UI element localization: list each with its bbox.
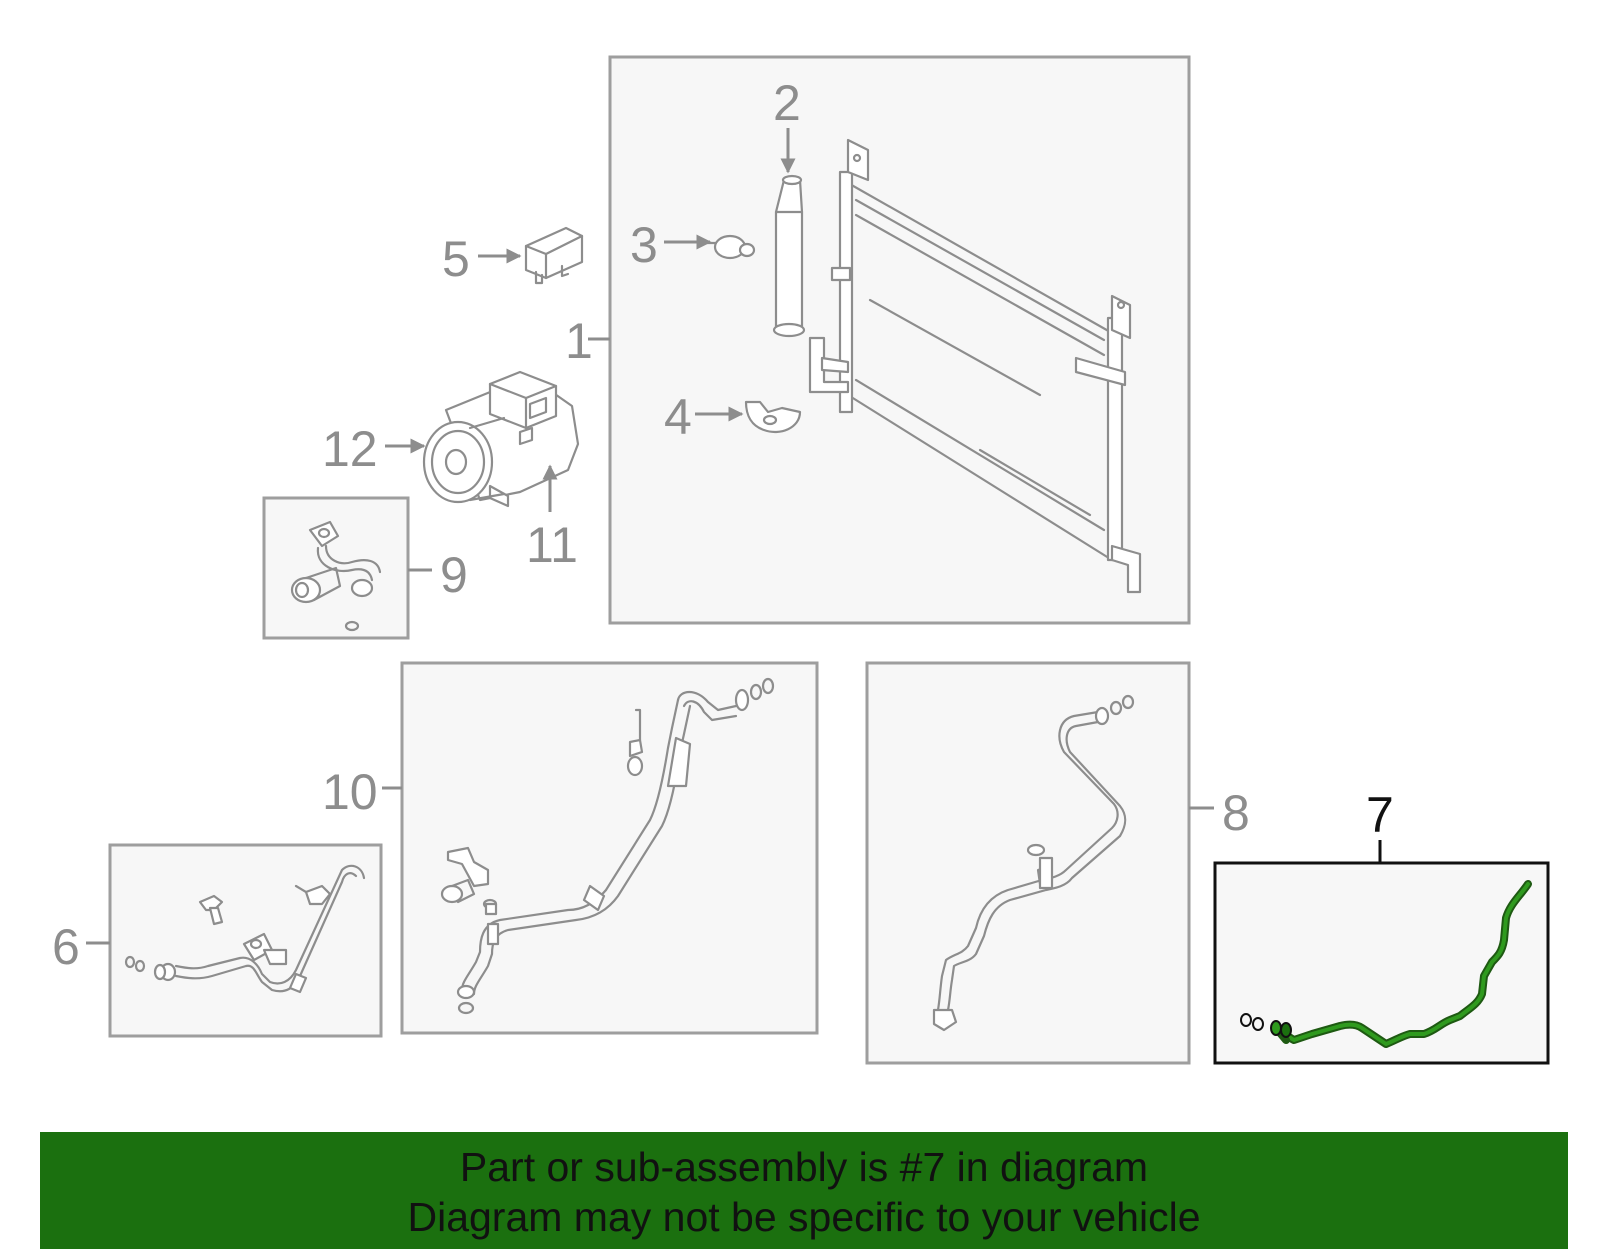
box-7 [1213,861,1550,1065]
box-6 [108,843,383,1038]
callout-2: 2 [773,75,801,131]
callout-12: 12 [322,421,378,477]
bracket-part-4 [744,400,802,434]
part-9-fitting [290,520,382,632]
box-part-7[interactable]: 7 [1213,787,1550,1065]
condenser-box [608,55,1191,625]
box-part-8[interactable]: 8 [865,661,1250,1065]
box-part-6[interactable]: 6 [52,843,383,1038]
banner-line-2: Diagram may not be specific to your vehi… [407,1194,1201,1240]
compressor-group[interactable]: 12 11 [322,370,580,573]
callout-6: 6 [52,919,80,975]
callout-10: 10 [322,764,378,820]
callout-4: 4 [664,389,692,445]
callout-5: 5 [442,231,470,287]
callout-11: 11 [526,517,578,573]
part-6-hose [124,864,366,994]
condenser-assembly-group[interactable]: 1 2 3 4 [565,55,1191,625]
clutch-pulley [422,416,506,504]
callout-3: 3 [630,217,658,273]
box-part-10[interactable]: 10 [322,661,819,1035]
box-part-9[interactable]: 9 [262,496,468,640]
part-10-hose [440,677,775,1015]
part-8-pipe [932,694,1135,1032]
callout-9: 9 [440,547,468,603]
box-8 [865,661,1191,1065]
callout-7: 7 [1366,787,1394,843]
info-banner: Part or sub-assembly is #7 in diagram Di… [40,1132,1568,1249]
receiver-drier [772,174,806,338]
banner-line-1: Part or sub-assembly is #7 in diagram [459,1144,1149,1190]
clamp-part [704,234,756,260]
callout-1: 1 [565,313,593,369]
condenser-core [808,138,1142,594]
sensor-part-5[interactable]: 5 [442,226,584,287]
part-7-hose-highlighted [1240,880,1532,1048]
callout-8: 8 [1222,785,1250,841]
